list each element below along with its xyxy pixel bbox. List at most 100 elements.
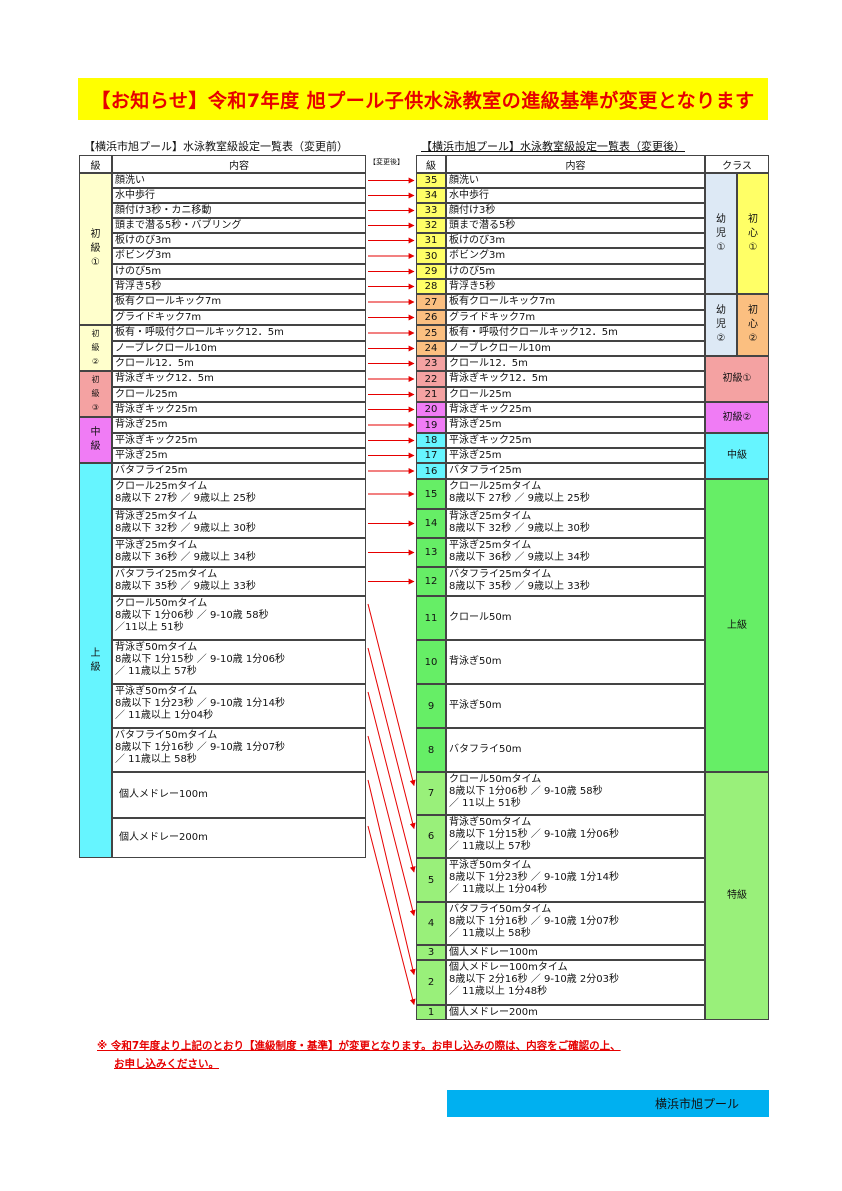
right-row-text: クロール25m [449, 388, 512, 400]
class-yoji-1: 幼 児 ① [705, 173, 737, 294]
right-row: 個人メドレー100m [446, 945, 705, 960]
right-row-text: グライドキック7m [449, 311, 536, 323]
right-row-text: 板けのび3m [449, 234, 506, 246]
left-row-text: 顔洗い [115, 174, 145, 186]
right-row: ノーブレクロール10m [446, 341, 705, 356]
right-row-text: ボビング3m [449, 250, 506, 261]
left-row: 頭まで潜る5秒・バブリング [112, 218, 366, 233]
right-row: 顔付け3秒 [446, 203, 705, 218]
right-row-number: 32 [416, 218, 446, 233]
left-row: 平泳ぎ25m [112, 448, 366, 463]
right-row-number-text: 2 [427, 977, 435, 988]
right-row: 背泳ぎ50mタイム 8歳以下 1分15秒 ／ 9-10歳 1分06秒 ／ 11歳… [446, 815, 705, 858]
right-row-text: 背浮き5秒 [449, 280, 496, 292]
right-row: バタフライ50mタイム 8歳以下 1分16秒 ／ 9-10歳 1分07秒 ／ 1… [446, 902, 705, 945]
left-header-grade-text: 級 [90, 160, 101, 172]
change-label: 【変更後】 [369, 158, 404, 166]
left-header-content-text: 内容 [229, 160, 249, 172]
right-row-number-text: 33 [424, 205, 438, 216]
left-row: 平泳ぎキック25m [112, 433, 366, 448]
left-header-content: 内容 [112, 155, 366, 173]
class-tokkyu: 特級 [705, 772, 769, 1020]
right-row-text: 平泳ぎ50mタイム 8歳以下 1分23秒 ／ 9-10歳 1分14秒 ／ 11歳… [449, 860, 619, 895]
right-row-number: 3 [416, 945, 446, 960]
left-row: 背泳ぎ25m [112, 417, 366, 433]
right-row: 背浮き5秒 [446, 279, 705, 294]
right-row-number-text: 24 [424, 343, 438, 354]
right-row: 板けのび3m [446, 233, 705, 248]
right-row: 顔洗い [446, 173, 705, 188]
right-row: 背泳ぎ25m [446, 417, 705, 433]
right-row-number: 34 [416, 188, 446, 203]
right-row: 板有クロールキック7m [446, 294, 705, 310]
right-row-number-text: 21 [424, 389, 438, 400]
right-row-text: 板有クロールキック7m [449, 296, 556, 307]
right-row-number-text: 26 [424, 312, 438, 323]
left-row: ノーブレクロール10m [112, 341, 366, 356]
page-title-banner: 【お知らせ】令和7年度 旭プール子供水泳教室の進級基準が変更となります [78, 78, 768, 120]
right-row-text: けのび5m [449, 265, 496, 277]
right-row-number-text: 9 [427, 700, 435, 712]
left-row-text: バタフライ25m [115, 465, 188, 476]
right-row-text: クロール25mタイム 8歳以下 27秒 ／ 9歳以上 25秒 [449, 481, 590, 504]
right-row-number-text: 25 [424, 327, 438, 339]
left-group-2: 初 級 ② [79, 325, 112, 371]
right-row-number-text: 18 [424, 435, 438, 446]
class-jokyu: 上級 [705, 479, 769, 772]
right-header-grade-text: 級 [426, 160, 436, 172]
right-row-number-text: 8 [427, 744, 435, 756]
right-row-text: 平泳ぎキック25m [449, 434, 532, 446]
right-row-text: 平泳ぎ50m [449, 700, 502, 711]
left-row-text: 背泳ぎキック12．5m [115, 373, 214, 384]
right-row-number: 18 [416, 433, 446, 448]
right-row-text: バタフライ50m [449, 744, 522, 755]
right-row-number: 7 [416, 772, 446, 815]
right-row-text: 水中歩行 [449, 189, 489, 201]
right-row-text: バタフライ25mタイム 8歳以下 35秒 ／ 9歳以上 33秒 [449, 569, 590, 592]
right-row: 水中歩行 [446, 188, 705, 203]
left-row-text: ノーブレクロール10m [115, 342, 217, 354]
right-row-text: 背泳ぎキック12．5m [449, 373, 548, 384]
left-row-text: 水中歩行 [115, 189, 155, 201]
right-row-number: 16 [416, 463, 446, 479]
left-row-text: 板けのび3m [115, 234, 172, 246]
class-chukyu: 中級 [705, 433, 769, 479]
left-row-text: 頭まで潜る5秒・バブリング [115, 219, 242, 231]
right-row-number: 15 [416, 479, 446, 509]
left-group-4: 中 級 [79, 417, 112, 463]
footer-label: 横浜市旭プール [654, 1097, 739, 1111]
left-row: クロール25m [112, 387, 366, 402]
left-row-text: クロール25m [115, 388, 178, 400]
left-row-text: 平泳ぎ50mタイム 8歳以下 1分23秒 ／ 9-10歳 1分14秒 ／ 11歳… [115, 686, 285, 721]
right-row-text: 個人メドレー100mタイム 8歳以下 2分16秒 ／ 9-10歳 2分03秒 ／… [449, 962, 619, 997]
right-row-number: 14 [416, 509, 446, 538]
right-row-number: 8 [416, 728, 446, 772]
right-row-text: バタフライ50mタイム 8歳以下 1分16秒 ／ 9-10歳 1分07秒 ／ 1… [449, 904, 619, 939]
left-row-text: 背泳ぎキック25m [115, 403, 198, 415]
class-shoshin-2-label: 初 心 ② [748, 305, 758, 344]
right-row-text: クロール50mタイム 8歳以下 1分06秒 ／ 9-10歳 58秒 ／ 11以上… [449, 774, 603, 809]
right-header-class: クラス [705, 155, 769, 173]
left-row-text: バタフライ50mタイム 8歳以下 1分16秒 ／ 9-10歳 1分07秒 ／ 1… [115, 730, 285, 765]
left-row-text: 個人メドレー100m [119, 789, 208, 800]
left-row: クロール25mタイム 8歳以下 27秒 ／ 9歳以上 25秒 [112, 479, 366, 509]
notice-line-1: ※ 令和7年度より上記のとおり【進級制度・基準】が変更となります。お申し込みの際… [97, 1040, 621, 1052]
right-header-class-text: クラス [722, 160, 752, 172]
right-row: 個人メドレー200m [446, 1005, 705, 1020]
left-row: クロール12．5m [112, 356, 366, 371]
right-row-number-text: 22 [424, 373, 438, 385]
left-group-label: 上 級 [90, 647, 101, 673]
class-shoshin-1: 初 心 ① [737, 173, 769, 294]
class-shoshin-2: 初 心 ② [737, 294, 769, 356]
left-row-text: クロール12．5m [115, 357, 194, 369]
class-shokyu-1-label: 初級① [722, 373, 752, 384]
left-row-text: 板有・呼吸付クロールキック12．5m [115, 327, 284, 338]
left-row: ボビング3m [112, 248, 366, 264]
right-row-number: 27 [416, 294, 446, 310]
change-arrow [367, 603, 416, 787]
right-row: クロール12．5m [446, 356, 705, 371]
right-row: 背泳ぎ25mタイム 8歳以下 32秒 ／ 9歳以上 30秒 [446, 509, 705, 538]
left-group-label: 初 級 ③ [91, 375, 100, 412]
right-row-number-text: 32 [424, 220, 438, 231]
right-row-text: 平泳ぎ25m [449, 449, 502, 461]
